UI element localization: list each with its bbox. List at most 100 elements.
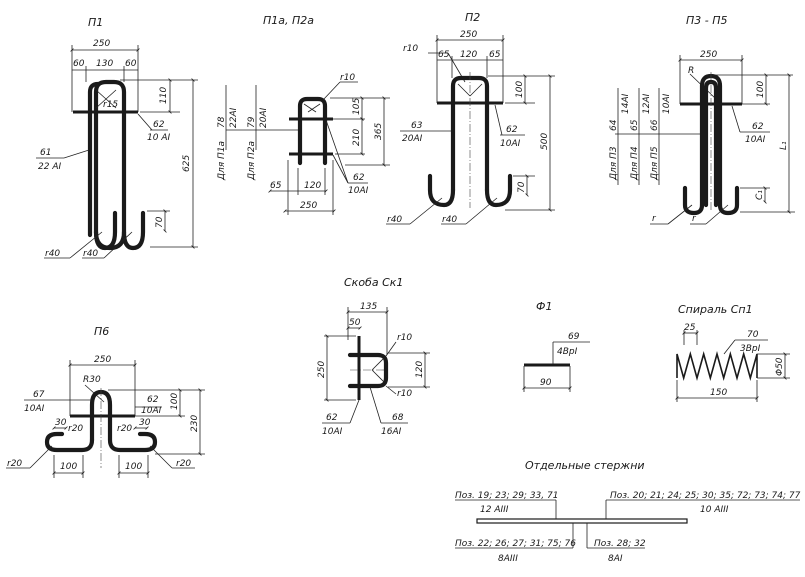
- rods-callout-2-pos: Поз. 20; 21; 24; 25; 30; 35; 72; 73; 74;…: [610, 491, 801, 501]
- p6-dim-250-label: 250: [94, 355, 111, 365]
- rods-callout-1-pos: Поз. 19; 23; 29; 33, 71: [455, 491, 558, 501]
- p6-radius-r20-inner-left: r20: [68, 424, 83, 434]
- p1-radius-r40-right: r40: [83, 249, 98, 259]
- p3p5-table-pos-65: 65: [630, 119, 640, 131]
- ck1-title: Скоба Ск1: [344, 276, 403, 289]
- p2-radius-r40-right: r40: [442, 215, 457, 225]
- p1-dim-110-label: 110: [159, 87, 169, 104]
- p6-r20-outer-right-leader: [149, 445, 173, 469]
- ck1-callout-62-pos: 62: [326, 413, 338, 423]
- p1a-dim-250-label: 250: [300, 201, 317, 211]
- p6-radius-r20-inner-right: r20: [117, 424, 132, 434]
- p3p5-radius-R: R: [688, 66, 694, 76]
- p1a-dim-105-label: 105: [352, 98, 362, 115]
- p3p5-r-left-leader: [667, 204, 693, 225]
- p1-callout-62-steel: 10 AI: [147, 133, 170, 143]
- rods-callout-4-pos: Поз. 28; 32: [594, 539, 646, 549]
- p6-dim-100-right-label: 100: [125, 462, 142, 472]
- p6-title: П6: [94, 325, 109, 338]
- p1-callout-61-steel: 22 AI: [38, 162, 61, 172]
- p1-dim-60-left: 60: [73, 59, 85, 69]
- p6-radius-R30: R30: [83, 375, 101, 385]
- ck1-radius-arrow-bottom: [371, 369, 385, 383]
- rods-callout-2-steel: 10 AIII: [700, 505, 729, 515]
- p2-r40-right-leader: [465, 197, 498, 225]
- ck1-dim-250-label: 250: [317, 361, 327, 378]
- p1a-leader-62-b: [332, 154, 349, 184]
- rods-title: Отдельные стержни: [525, 459, 645, 472]
- p2-dim-70-label: 70: [517, 181, 527, 193]
- p1-hook-left: [93, 210, 118, 251]
- p2-radius-r10: r10: [403, 44, 418, 54]
- cn1-callout-70-steel: 3ВрI: [740, 344, 761, 354]
- p1-leader-61: [63, 149, 90, 159]
- p3p5-table-steel-14ai: 14AI: [621, 93, 631, 114]
- ck1-r10-top-leader: [385, 341, 397, 357]
- p1-radius-r15: r15: [103, 100, 118, 110]
- ck1-dim-50-label: 50: [349, 318, 361, 328]
- p3p5-table-steel-10ai: 10AI: [662, 93, 672, 114]
- cn1-title: Спираль Сп1: [678, 303, 753, 316]
- f1-callout-69-pos: 69: [568, 332, 580, 342]
- part-p3-p5: П3 - П5 250 R 100 L₁ C₁ 62 10AI: [609, 14, 795, 225]
- rods-callout-3-steel: 8AIII: [498, 554, 518, 564]
- p2-r40-left-leader: [409, 197, 443, 225]
- p1a-bar: [297, 96, 328, 166]
- p1-dim-250-label: 250: [93, 39, 110, 49]
- f1-callout-69-steel: 4ВрI: [557, 347, 578, 357]
- part-cn1: Спираль Сп1 25 70 3ВрI Φ50 150: [675, 303, 790, 402]
- p1a-callout-62-pos: 62: [353, 173, 365, 183]
- p2-hook-left: [427, 173, 456, 208]
- p6-callout-62-pos: 62: [147, 395, 159, 405]
- p6-dim-30-right-label: 30: [139, 418, 151, 428]
- p1a-radius-arrow-2: [307, 103, 321, 113]
- cn1-leader: [723, 339, 736, 355]
- p1-bar-outer: [87, 81, 101, 238]
- p2-dim-120: 120: [460, 50, 477, 60]
- p6-dim-100-label: 100: [170, 393, 180, 410]
- p2-radius-r40-left: r40: [387, 215, 402, 225]
- p1a-table-for-p1a: Для П1а: [217, 141, 227, 181]
- p1a-r10-leader: [322, 81, 341, 101]
- p1a-title: П1а, П2а: [263, 14, 314, 27]
- p6-callout-67-pos: 67: [33, 390, 45, 400]
- ck1-callout-62-steel: 10AI: [322, 427, 343, 437]
- rods-callout-1-steel: 12 AIII: [480, 505, 509, 515]
- p1a-leader-62-a: [325, 119, 349, 184]
- part-rods: Отдельные стержни Поз. 19; 23; 29; 33, 7…: [455, 459, 801, 564]
- p2-dim-65-right: 65: [489, 50, 501, 60]
- p3p5-dim-100-label: 100: [756, 81, 766, 98]
- p1-radius-arrow-2: [95, 89, 117, 109]
- p1a-dim-65: 65: [270, 181, 282, 191]
- p1a-dim-210-label: 210: [352, 129, 362, 146]
- ck1-dim-135-label: 135: [360, 302, 377, 312]
- ck1-bracket: [347, 352, 389, 389]
- p6-dim-230-label: 230: [190, 415, 200, 432]
- p2-leader-62: [494, 104, 503, 136]
- p1a-dim-120: 120: [304, 181, 321, 191]
- part-p6: П6 250 R30 100 230 30 30 r20 r20 67 10AI…: [6, 325, 205, 478]
- p2-title: П2: [465, 11, 480, 24]
- p2-radius-arrow: [457, 83, 471, 97]
- p3p5-leader-62: [731, 105, 741, 133]
- p2-callout-62-steel: 10AI: [500, 139, 521, 149]
- p3p5-dim-L1-label: L₁: [779, 141, 789, 150]
- p3p5-table-for-p5: Для П5: [650, 146, 660, 181]
- p1a-table-steel-22ai: 22AI: [229, 107, 239, 128]
- p2-dim-500-label: 500: [540, 133, 550, 150]
- part-f1: Ф1 69 4ВрI 90: [522, 300, 590, 392]
- p2-callout-62-pos: 62: [506, 125, 518, 135]
- p1a-radius-arrow: [303, 103, 317, 113]
- p2-hook-right: [484, 173, 513, 208]
- ck1-radius-r10-bottom: r10: [397, 389, 412, 399]
- p2-radius-arrow-2: [469, 83, 483, 97]
- p1-callout-62-pos: 62: [153, 120, 165, 130]
- rods-callout-3-pos: Поз. 22; 26; 27; 31; 75; 76: [455, 539, 576, 549]
- p1a-table-pos-78: 78: [217, 116, 227, 128]
- p1-dim-130: 130: [96, 59, 113, 69]
- p2-dim-250-label: 250: [460, 30, 477, 40]
- p3p5-radius-r-left: r: [652, 214, 657, 224]
- p6-dim-100-left-label: 100: [60, 462, 77, 472]
- cn1-callout-70-pos: 70: [747, 330, 759, 340]
- p1-title: П1: [88, 16, 103, 29]
